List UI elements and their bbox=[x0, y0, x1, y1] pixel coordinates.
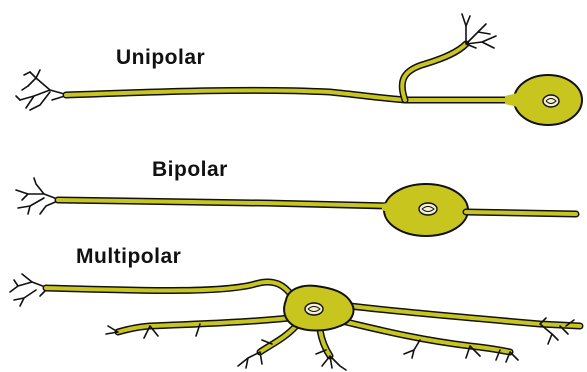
unipolar-terminal bbox=[462, 14, 496, 48]
multipolar-left-dendrites bbox=[10, 274, 48, 306]
unipolar-neuron bbox=[16, 14, 582, 125]
unipolar-dendrites bbox=[16, 70, 68, 110]
bipolar-dendrites bbox=[16, 178, 60, 214]
bipolar-neuron bbox=[16, 178, 576, 236]
multipolar-neuron bbox=[10, 274, 580, 370]
